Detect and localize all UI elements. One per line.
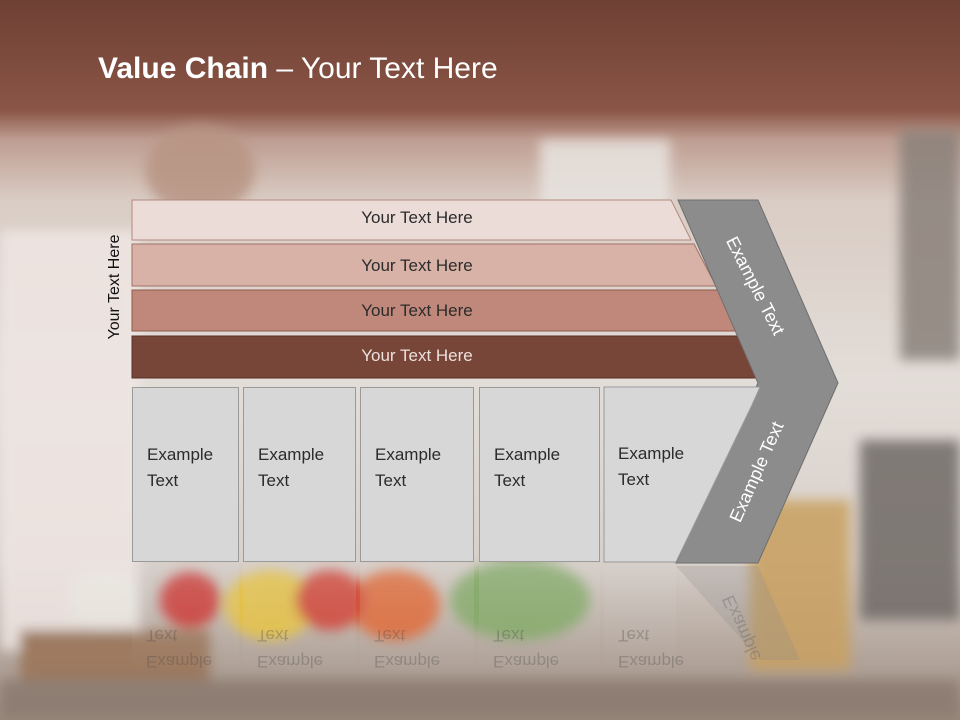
box-2-reflection-text: Example Text: [257, 626, 324, 671]
chevron-reflection: [676, 566, 800, 660]
box-1-reflection: Example Text: [132, 564, 239, 674]
band-label-4: Your Text Here: [361, 346, 473, 365]
box-5-reflection-text: Example Text: [618, 626, 685, 671]
box-4-reflection-text: Example Text: [493, 626, 560, 671]
title-rest: – Your Text Here: [268, 52, 498, 85]
box-2-text: Example Text: [258, 445, 325, 490]
page-title: Value Chain – Your Text Here: [98, 52, 498, 96]
box-3-text: Example Text: [375, 445, 442, 490]
box-4-reflection: Example Text: [479, 564, 600, 674]
box-1: Example Text: [132, 387, 239, 562]
box-3-reflection: Example Text: [360, 564, 474, 674]
chevron-shape: [675, 199, 839, 564]
title-bold: Value Chain: [98, 52, 269, 85]
box-4-text: Example Text: [494, 445, 561, 490]
box-3: Example Text: [360, 387, 474, 562]
box-1-reflection-text: Example Text: [146, 626, 213, 671]
band-label-1: Your Text Here: [361, 208, 473, 227]
box-3-reflection-text: Example Text: [374, 626, 441, 671]
box-2-reflection: Example Text: [243, 564, 356, 674]
box-4: Example Text: [479, 387, 600, 562]
band-label-3: Your Text Here: [361, 301, 473, 320]
band-label-2: Your Text Here: [361, 256, 473, 275]
box-5-reflection: Example Text: [604, 564, 684, 674]
box-1-text: Example Text: [147, 445, 214, 490]
box-2: Example Text: [243, 387, 356, 562]
band-shape-1: [131, 199, 692, 241]
box-5-text: Example Text: [618, 444, 685, 489]
